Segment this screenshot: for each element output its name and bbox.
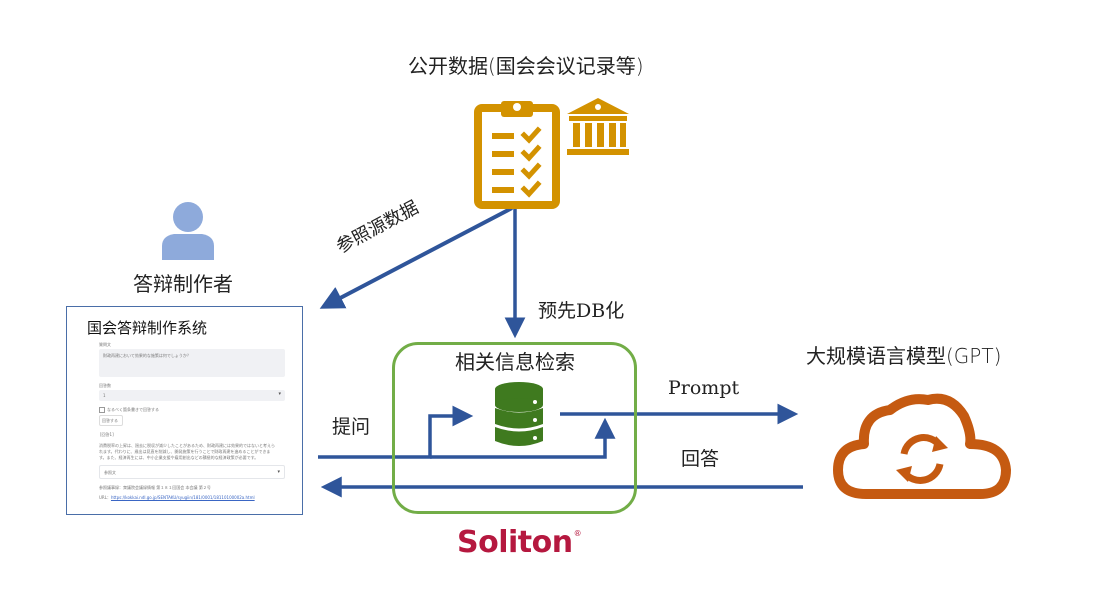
clipboard-checklist-icon xyxy=(474,101,560,209)
answer-heading: [回答1] xyxy=(100,432,114,437)
count-select[interactable]: 1 ▾ xyxy=(99,390,285,401)
question-to-db-arrow xyxy=(318,405,474,459)
author-label: 答辩制作者 xyxy=(133,272,233,296)
reference-select-value: 参照文 xyxy=(104,470,116,475)
answer-system-screenshot: 国会答辩制作系统 質問文 財政再建において効果的な施策は何でしょうか？ 回答数 … xyxy=(66,306,303,515)
retrieval-box xyxy=(392,342,637,514)
chevron-down-icon: ▾ xyxy=(278,391,281,397)
submit-button-label: 回答する xyxy=(102,418,118,423)
person-icon xyxy=(162,202,214,260)
answer-label: 回答 xyxy=(681,448,720,470)
question-label: 提问 xyxy=(332,416,371,438)
count-value: 1 xyxy=(103,393,106,398)
source-url-link[interactable]: https://kokkai.ndl.go.jp/SENTAKU/syugiin… xyxy=(110,495,255,500)
registered-mark: ® xyxy=(573,529,582,538)
answer-text-line-1: 消費税率の上昇は、過去に税収が減少したことがあるため、財政再建には効果的ではない… xyxy=(99,443,275,448)
bullet-checkbox[interactable] xyxy=(99,407,105,413)
source-text: 参照議事録：衆議院会議録情報 第１８１回国会 本会議 第２号 xyxy=(99,485,211,490)
question-field-label: 質問文 xyxy=(99,342,111,347)
submit-button[interactable]: 回答する xyxy=(99,415,123,426)
url-label: URL： xyxy=(99,495,111,500)
source-url-row: URL：https://kokkai.ndl.go.jp/SENTAKU/syu… xyxy=(99,495,255,500)
chevron-down-icon: ▾ xyxy=(277,469,280,475)
reference-arrow xyxy=(319,206,513,309)
answer-text-line-2: れます。代わりに、歳出は見直を削減し、開発施策を行うことで財政再建を進めることが… xyxy=(99,449,271,454)
retrieval-label: 相关信息检索 xyxy=(455,350,575,374)
app-title: 国会答辩制作系统 xyxy=(87,319,208,337)
public-data-label: 公开数据(国会会议记录等) xyxy=(408,54,644,78)
question-to-prompt-arrow xyxy=(430,417,616,459)
brand-name: Soliton xyxy=(457,525,573,560)
bullet-checkbox-label: なるべく箇条書きで回答する xyxy=(107,407,159,412)
answer-text-line-3: す。また、経済再生には、中小企業支援や雇用創出などの積極的な経済政策が必要です。 xyxy=(99,455,259,460)
cloud-sync-icon xyxy=(833,393,1011,499)
government-building-icon xyxy=(567,98,629,155)
llm-label: 大规模语言模型(GPT) xyxy=(806,344,1002,368)
question-value: 財政再建において効果的な施策は何でしょうか？ xyxy=(103,353,191,358)
soliton-logo: Soliton® xyxy=(457,525,582,560)
reference-select[interactable]: 参照文 ▾ xyxy=(99,465,285,479)
count-field-label: 回答数 xyxy=(99,383,111,388)
database-icon xyxy=(495,382,543,446)
pre-db-label: 预先DB化 xyxy=(538,300,625,322)
prompt-label: Prompt xyxy=(668,377,740,399)
question-textarea[interactable]: 財政再建において効果的な施策は何でしょうか？ xyxy=(99,349,285,377)
